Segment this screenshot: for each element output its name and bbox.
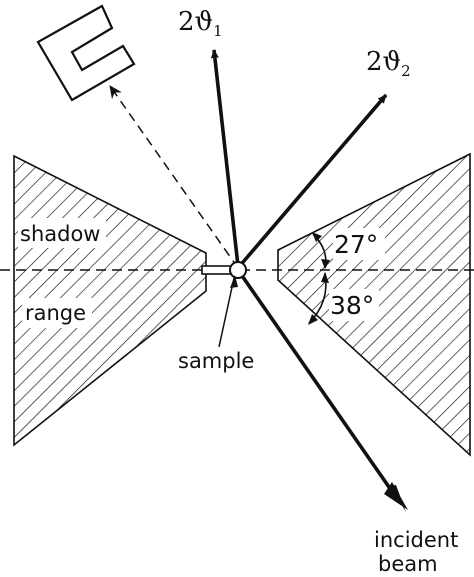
label-2theta2-sub: 2 xyxy=(401,62,411,80)
detector-box xyxy=(36,4,136,102)
dashed-scatter-line xyxy=(109,85,239,269)
angle-top-backdrop xyxy=(333,228,385,260)
incident-beam-arrowhead xyxy=(384,482,408,510)
label-incident-line1: incident xyxy=(374,528,458,552)
sample-pointer-head xyxy=(230,275,238,288)
label-2theta2: 2ϑ2 xyxy=(366,47,411,80)
label-angle-bottom: 38° xyxy=(330,291,374,320)
range-label-backdrop xyxy=(22,298,92,328)
sample-pointer xyxy=(218,277,235,348)
label-range: range xyxy=(25,301,86,325)
ray-2theta2 xyxy=(236,93,388,270)
angle-arc-bottom-head2 xyxy=(308,314,318,325)
label-2theta1: 2ϑ1 xyxy=(178,7,223,40)
ray-2theta1 xyxy=(210,49,240,267)
label-angle-top: 27° xyxy=(334,230,378,259)
angle-bottom-backdrop xyxy=(329,289,379,321)
label-2theta1-sub: 1 xyxy=(213,22,223,40)
label-incident-line2: beam xyxy=(378,552,438,576)
label-sample: sample xyxy=(178,349,254,373)
angle-arc-bottom-head1 xyxy=(321,272,329,283)
incident-beam-line xyxy=(236,268,400,502)
angle-arc-top-head2 xyxy=(321,259,330,269)
label-shadow: shadow xyxy=(20,222,100,246)
label-2theta2-base: 2ϑ xyxy=(366,47,401,77)
label-2theta1-base: 2ϑ xyxy=(178,7,213,37)
shadow-label-backdrop xyxy=(18,218,106,248)
sample-circle xyxy=(229,261,247,279)
angle-arc-top-head1 xyxy=(312,232,322,242)
